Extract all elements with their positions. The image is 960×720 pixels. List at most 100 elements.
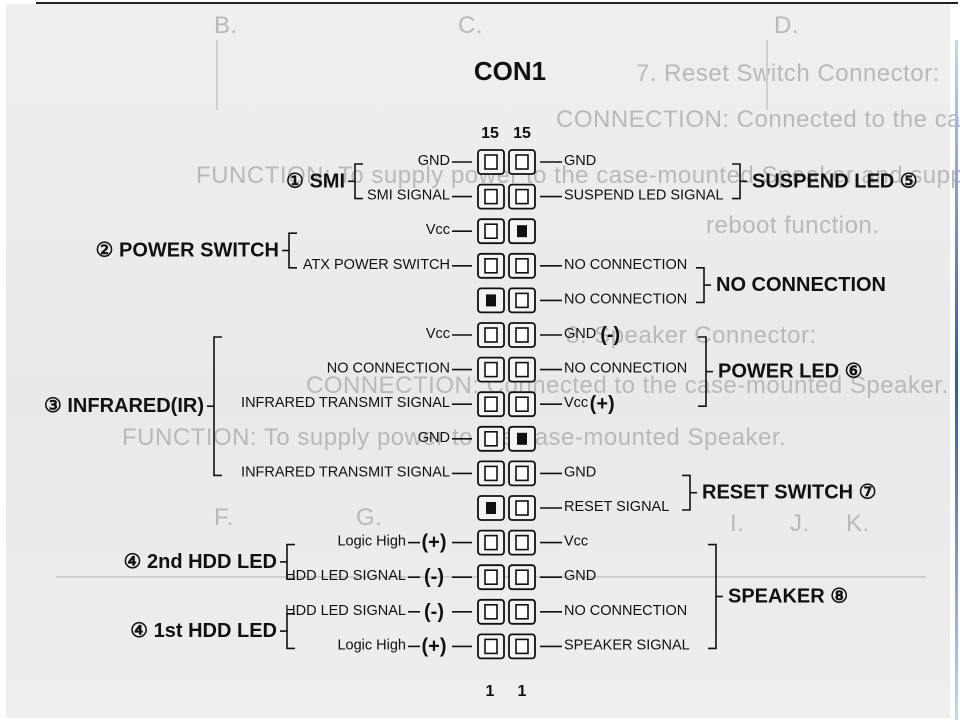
pin-label-right: NO CONNECTION	[564, 257, 687, 273]
ghost-rule	[216, 40, 218, 110]
pin-square	[515, 465, 529, 482]
pin-label-left: Logic High	[337, 637, 406, 653]
pin-number-top-left: 15	[481, 125, 499, 142]
pin-left	[477, 529, 505, 556]
group-bracket-right	[698, 336, 707, 407]
group-bracket-right	[732, 163, 741, 200]
pin-label-left: Logic High	[337, 534, 406, 550]
pin-square	[484, 534, 498, 551]
pin-right	[508, 425, 536, 452]
ghost-text: K.	[846, 510, 870, 537]
ghost-text: CONNECTION: Connected to the case-mounte…	[556, 106, 960, 133]
pin-groups: ① SMI ② POWER SWITCH ③ INFRARED(IR) ④ 2nd H…	[44, 163, 918, 650]
pin-label-left: GND	[418, 430, 450, 446]
ghost-text: I.	[730, 510, 745, 537]
pin-square	[515, 500, 529, 516]
pin-left	[477, 183, 505, 210]
pin-square	[484, 638, 498, 655]
scanned-page: B. C. D. 7. Reset Switch Connector: CONN…	[6, 4, 960, 718]
polarity-sign: (-)	[424, 601, 444, 623]
ghost-text: B.	[214, 12, 238, 39]
right-border	[955, 40, 958, 720]
group-label-left: ② POWER SWITCH	[96, 240, 279, 262]
pin-label-right: GND	[564, 568, 596, 584]
pin-label-left: HDD LED SIGNAL	[285, 568, 406, 584]
pin-right	[508, 183, 536, 210]
pin-label-right: SUSPEND LED SIGNAL	[564, 188, 724, 204]
pin-label-left: NO CONNECTION	[327, 361, 450, 377]
pin-label-right: SPEAKER SIGNAL	[564, 637, 690, 653]
polarity-sign: (+)	[590, 393, 615, 415]
pin-left	[477, 598, 505, 625]
pin-square	[484, 465, 498, 482]
pin-square	[515, 569, 529, 586]
group-bracket-right	[682, 474, 691, 511]
pin-square	[484, 257, 498, 274]
pin-label-left: INFRARED TRANSMIT SIGNAL	[241, 464, 450, 480]
pin-left	[477, 218, 505, 245]
pin-right	[508, 356, 536, 383]
pin-square	[484, 188, 498, 205]
pin-square	[515, 327, 529, 343]
group-label-left: ③ INFRARED(IR)	[44, 395, 204, 417]
pin-label-right: NO CONNECTION	[564, 603, 687, 619]
pin-label-left: SMI SIGNAL	[367, 188, 450, 204]
group-bracket-right	[708, 543, 717, 650]
pin-left	[477, 564, 505, 591]
pin-square	[515, 292, 529, 309]
ghost-text: FUNCTION: To supply power to the case-mo…	[122, 424, 787, 451]
group-bracket-left	[213, 336, 222, 477]
pin-square	[515, 603, 529, 620]
group-label-right: SUSPEND LED ⑤	[752, 170, 918, 192]
pin-square	[484, 361, 498, 378]
pin-right	[508, 564, 536, 591]
pin-label-right: Vcc	[564, 395, 588, 411]
pin-right	[508, 149, 536, 175]
ghost-text: 7. Reset Switch Connector:	[636, 60, 940, 87]
ghost-text: F.	[214, 504, 234, 531]
pin-filled	[517, 432, 527, 445]
pin-right	[508, 633, 536, 660]
pin-header	[477, 149, 536, 660]
group-label-left: ④ 2nd HDD LED	[124, 551, 278, 573]
pin-square	[515, 257, 529, 274]
ghost-text: C.	[458, 12, 483, 39]
pin-square	[484, 603, 498, 620]
group-label-right: SPEAKER ⑧	[728, 586, 848, 608]
pin-square	[515, 154, 529, 170]
ghost-text: J.	[790, 510, 810, 537]
group-label-left: ① SMI	[286, 170, 345, 192]
polarity-sign: (+)	[422, 532, 447, 554]
group-label-right: RESET SWITCH ⑦	[702, 482, 877, 504]
pin-square	[484, 569, 498, 586]
pin-left	[477, 252, 505, 279]
pin-left	[477, 149, 505, 175]
pin-square	[515, 396, 529, 413]
pin-right	[508, 495, 536, 521]
pin-left	[477, 391, 505, 418]
pin-label-left: ATX POWER SWITCH	[303, 257, 450, 273]
pin-right	[508, 322, 536, 348]
polarity-sign: (-)	[424, 566, 444, 588]
ghost-text: reboot function.	[706, 212, 880, 239]
pin-square	[515, 361, 529, 378]
pin-filled	[486, 294, 496, 307]
pin-label-right: Vcc	[564, 534, 588, 550]
pin-number-bottom-left: 1	[486, 683, 495, 700]
pin-label-left: Vcc	[426, 326, 450, 342]
pin-label-left: INFRARED TRANSMIT SIGNAL	[241, 395, 450, 411]
pin-square	[484, 396, 498, 413]
top-border	[36, 2, 958, 4]
pin-right	[508, 598, 536, 625]
pin-label-left: HDD LED SIGNAL	[285, 603, 406, 619]
pin-right	[508, 218, 536, 245]
pin-left	[477, 633, 505, 660]
pin-label-left: Vcc	[426, 222, 450, 238]
pin-filled	[486, 502, 496, 514]
pin-label-right: GND	[564, 326, 596, 342]
pin-number-bottom-right: 1	[518, 683, 527, 700]
pin-square	[484, 223, 498, 239]
pin-right	[508, 460, 536, 487]
ghost-text: 8. Speaker Connector:	[566, 322, 817, 349]
